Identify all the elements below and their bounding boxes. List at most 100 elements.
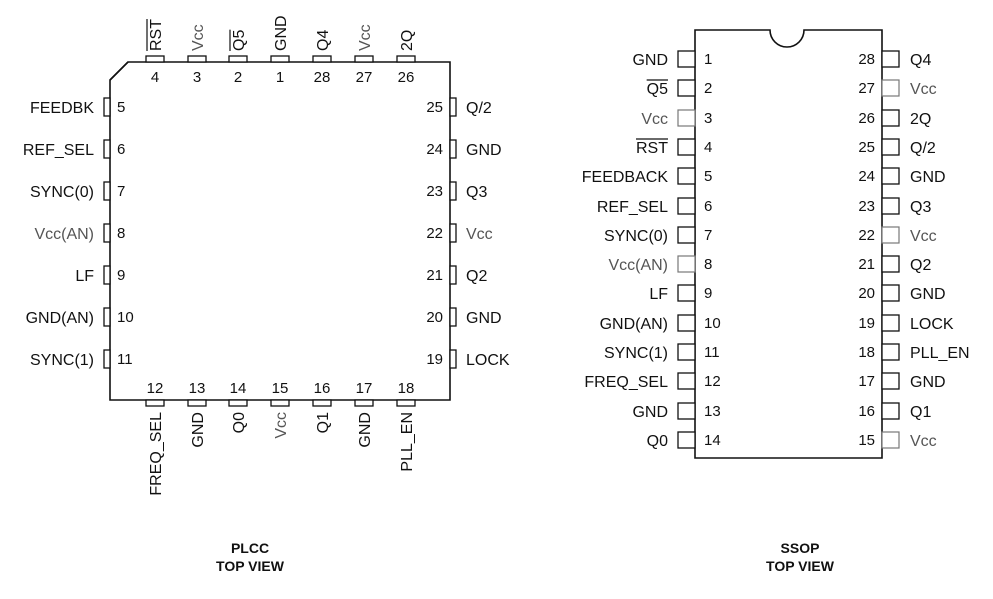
- pin-pad: [103, 265, 111, 285]
- ssop-package: 1GND2Q53Vcc4RST5FEEDBACK6REF_SEL7SYNC(0)…: [582, 29, 970, 574]
- pin-label: Q2: [910, 257, 931, 274]
- pin-pad: [449, 223, 457, 243]
- pin-number: 28: [858, 51, 875, 68]
- pin-pad: [881, 343, 900, 361]
- pin-label: SYNC(1): [30, 352, 94, 369]
- pin-label: Q5: [231, 30, 248, 51]
- ssop-pin-8: 8 Vcc(AN): [608, 255, 712, 274]
- pin-pad: [312, 55, 332, 63]
- pin-label: Q0: [231, 412, 248, 433]
- pin-pad: [677, 284, 696, 302]
- pin-label: SYNC(0): [604, 228, 668, 245]
- pin-number: 15: [858, 432, 875, 449]
- pin-number: 22: [858, 227, 875, 244]
- pin-label: Q/2: [466, 100, 492, 117]
- pin-pad: [449, 265, 457, 285]
- pin-number: 1: [704, 51, 712, 68]
- pin-label: Vcc(AN): [34, 226, 94, 243]
- pin-number: 3: [704, 110, 712, 127]
- pin-label: GND: [910, 286, 946, 303]
- pin-pad: [270, 55, 290, 63]
- pin-number: 18: [858, 344, 875, 361]
- pin-label: Vcc(AN): [608, 257, 668, 274]
- pin-pad: [677, 226, 696, 244]
- pin-pad: [881, 138, 900, 156]
- pin-pad: [449, 307, 457, 327]
- pin-pad: [881, 372, 900, 390]
- pin-label: LOCK: [910, 316, 954, 333]
- pin-number: 1: [276, 69, 284, 86]
- plcc-pin1-bevel: [109, 61, 129, 81]
- pin-number: 8: [704, 256, 712, 273]
- pin-number: 21: [426, 267, 443, 284]
- pin-number: 27: [356, 69, 373, 86]
- pin-number: 10: [704, 315, 721, 332]
- pin-pad: [881, 431, 900, 449]
- pin-number: 3: [193, 69, 201, 86]
- pin-pad: [228, 399, 248, 407]
- pin-label: REF_SEL: [597, 199, 668, 216]
- pin-pad: [103, 139, 111, 159]
- pin-label: GND(AN): [600, 316, 668, 333]
- pin-label: FREQ_SEL: [584, 374, 668, 391]
- ssop-left-pins: 1GND2Q53Vcc4RST5FEEDBACK6REF_SEL7SYNC(0)…: [582, 50, 721, 450]
- pin-number: 4: [704, 139, 712, 156]
- pin-number: 25: [858, 139, 875, 156]
- pin-pad: [677, 50, 696, 68]
- ssop-body: [694, 29, 883, 459]
- pin-number: 26: [398, 69, 415, 86]
- pin-label: RST: [636, 140, 668, 157]
- pin-number: 14: [230, 380, 247, 397]
- pin-number: 6: [704, 198, 712, 215]
- pin-label: LOCK: [466, 352, 510, 369]
- pin-pad: [677, 167, 696, 185]
- pin-pad: [449, 181, 457, 201]
- pin-number: 2: [704, 80, 712, 97]
- pin-label: Q2: [466, 268, 487, 285]
- pin-number: 17: [858, 373, 875, 390]
- pin-number: 15: [272, 380, 289, 397]
- pin-label: RST: [148, 19, 165, 51]
- pin-pad: [103, 181, 111, 201]
- pin-number: 24: [858, 168, 875, 185]
- pin-number: 8: [117, 225, 125, 242]
- pin-number: 22: [426, 225, 443, 242]
- pin-number: 12: [704, 373, 721, 390]
- pin-number: 13: [704, 403, 721, 420]
- pin-label: Q4: [315, 30, 332, 51]
- pin-pad: [103, 349, 111, 369]
- pin-number: 12: [147, 380, 164, 397]
- pin-label: PLL_EN: [910, 345, 970, 362]
- pin-label: 2Q: [399, 30, 416, 51]
- ssop-pin-4: 4 RST: [636, 138, 712, 157]
- pin-number: 6: [117, 141, 125, 158]
- pin-pad: [145, 399, 165, 407]
- pin-number: 2: [234, 69, 242, 86]
- pin-number: 20: [858, 285, 875, 302]
- plcc-body: [109, 61, 451, 401]
- pin-label: GND: [632, 52, 668, 69]
- ssop-pin-9: 9LF: [649, 284, 712, 303]
- pin-label: FEEDBK: [30, 100, 94, 117]
- plcc-left-pins: 5FEEDBK6REF_SEL7SYNC(0)8Vcc(AN)9LF10GND(…: [23, 97, 134, 369]
